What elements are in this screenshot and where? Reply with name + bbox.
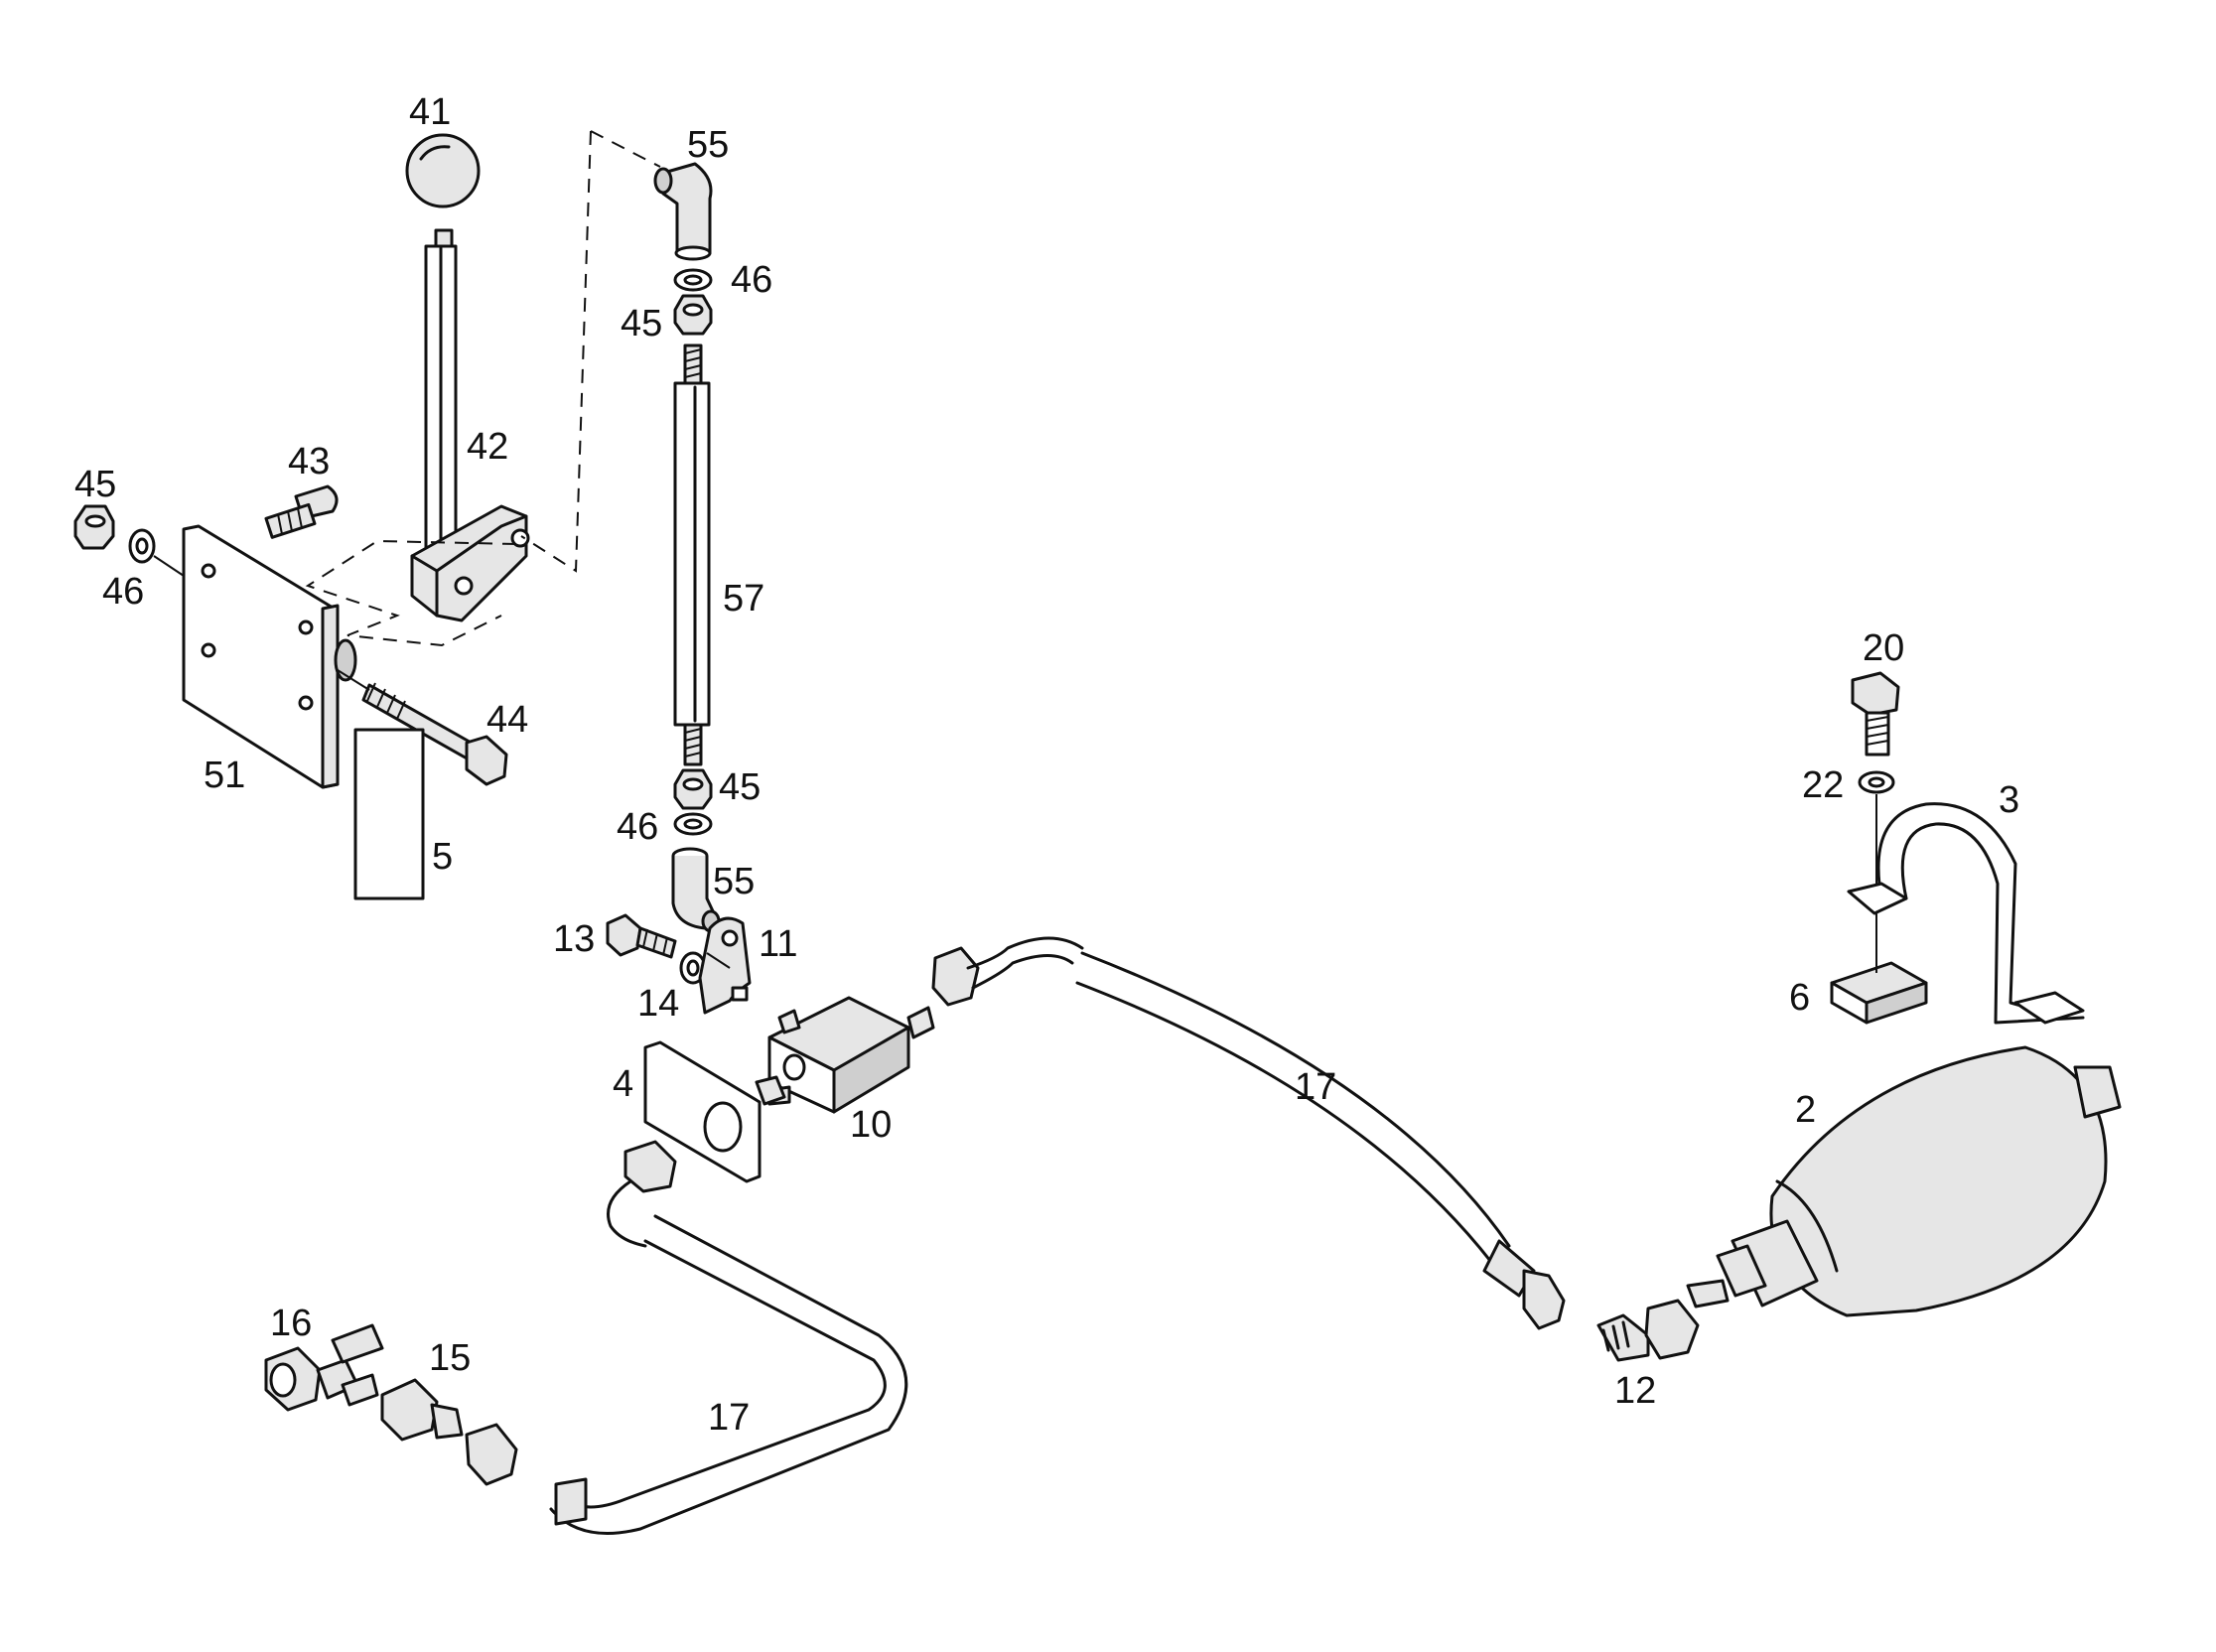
part-16-tee [264,1323,384,1412]
part-2-filter [1686,1045,2122,1317]
callout-46-left: 46 [102,571,144,613]
part-13-bolt [606,913,677,959]
callout-45-left: 45 [74,464,116,505]
callout-42: 42 [467,426,508,468]
part-46-washer-lower [673,812,713,836]
dashed-assembly-line [305,130,661,647]
callout-17-lower: 17 [708,1397,750,1439]
part-45-nut-top [673,294,713,336]
part-51-plate [182,524,357,789]
part-17-hose-upper [931,936,1566,1330]
part-55-elbow-top [653,162,713,261]
callout-17-upper: 17 [1295,1066,1336,1108]
callout-labels: 41 55 46 45 42 43 45 46 57 44 51 5 45 46… [74,91,2019,1439]
part-44-bolt [361,682,508,786]
part-45-nut-left [73,504,115,550]
callout-45-top: 45 [621,303,662,344]
callout-46-top: 46 [731,259,772,301]
part-46-washer-top [673,268,713,292]
callout-12: 12 [1614,1370,1656,1412]
part-41-knob [405,133,481,208]
callout-45-lower: 45 [719,766,761,808]
part-22-washer [1858,770,1895,794]
part-15-adapter [380,1378,464,1442]
callout-10: 10 [850,1104,892,1146]
part-5-pad [353,728,425,900]
part-10-valve [755,996,935,1114]
part-45-nut-lower [673,768,713,810]
callout-14: 14 [637,983,679,1025]
callout-5: 5 [432,836,453,878]
part-4-plate [643,1040,762,1183]
part-57-rod [673,344,711,766]
part-6-block [1830,961,1928,1025]
leader-lines [153,555,1877,973]
callout-6: 6 [1789,977,1810,1019]
part-46-washer-left [128,528,156,564]
part-3-clamp [1847,802,2085,1025]
callout-3: 3 [1999,779,2019,821]
part-20-bolt [1851,671,1900,757]
callout-55-lower: 55 [713,861,755,902]
callout-4: 4 [613,1063,633,1105]
callout-20: 20 [1863,627,1904,669]
part-17-hose-lower [465,1140,908,1535]
callout-55-top: 55 [687,124,729,166]
callout-46-lower: 46 [617,806,658,848]
part-42-lever [410,228,530,622]
part-55-elbow-lower [671,847,721,933]
callout-11: 11 [759,923,797,965]
callout-22: 22 [1802,764,1844,806]
callout-43: 43 [288,441,330,482]
callout-51: 51 [204,755,245,796]
callout-16: 16 [270,1303,312,1344]
part-43-screw [264,484,339,539]
callout-44: 44 [486,699,528,741]
callout-15: 15 [429,1337,471,1379]
part-12-elbow [1596,1299,1700,1362]
callout-41: 41 [409,91,451,133]
callout-57: 57 [723,578,764,620]
callout-2: 2 [1795,1089,1816,1131]
callout-13: 13 [553,918,595,960]
